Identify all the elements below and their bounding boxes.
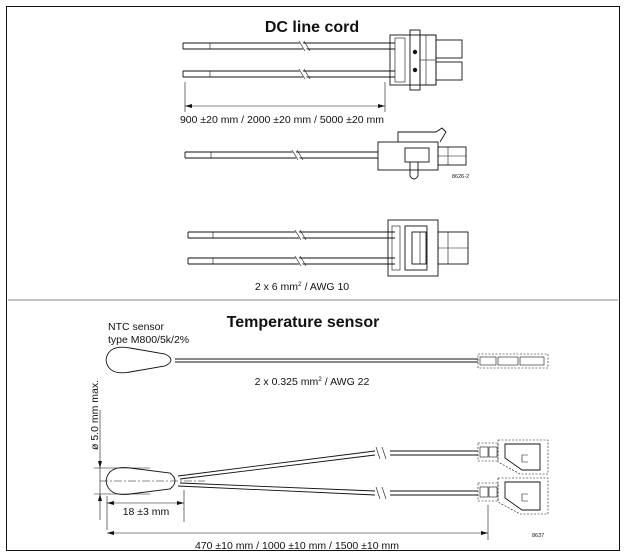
dc-cable-spec: 2 x 6 mm2 / AWG 10	[255, 281, 349, 293]
dc-cord-drawing-3	[187, 219, 469, 277]
connector-top-view	[387, 219, 469, 277]
dc-length-label: 900 ±20 mm / 2000 ±20 mm / 5000 ±20 mm	[180, 114, 384, 126]
sensor-plug-lower	[477, 477, 549, 515]
dc-cord-drawing-1	[182, 29, 463, 112]
sensor-cable-spec: 2 x 0.325 mm2 / AWG 22	[255, 376, 370, 388]
sensor-length-dimension	[106, 490, 185, 530]
sensor-type-line2: type M800/5k/2%	[108, 334, 189, 346]
dc-line-cord-title: DC line cord	[265, 19, 359, 36]
ntc-sensor-head-2	[105, 467, 176, 495]
ntc-sensor-head	[105, 346, 172, 374]
sensor-drawing-1	[105, 346, 549, 374]
sensor-total-length-dimension	[107, 505, 489, 540]
dc-part-number: 8626-2	[452, 174, 469, 180]
dc-cord-drawing-2	[184, 127, 467, 180]
wire-upper	[182, 40, 395, 52]
connector-side-view	[377, 127, 467, 180]
sensor-drawing-2	[100, 439, 549, 515]
diameter-dimension	[94, 410, 150, 520]
sensor-total-length-label: 470 ±10 mm / 1000 ±10 mm / 1500 ±10 mm	[195, 540, 399, 552]
connector-anderson	[389, 29, 463, 91]
sensor-plug-upper	[477, 439, 549, 475]
sensor-type-line1: NTC sensor	[108, 321, 165, 333]
sensor-length-label: 18 ±3 mm	[123, 506, 170, 518]
dc-length-dimension	[184, 82, 386, 112]
temperature-sensor-title: Temperature sensor	[227, 314, 380, 331]
diameter-label: ø 5.0 mm max.	[89, 380, 101, 450]
drawing-frame	[6, 6, 620, 551]
wire-lower	[182, 68, 395, 80]
sensor-part-number: 8637	[532, 533, 544, 539]
sensor-plug-1	[477, 353, 549, 369]
